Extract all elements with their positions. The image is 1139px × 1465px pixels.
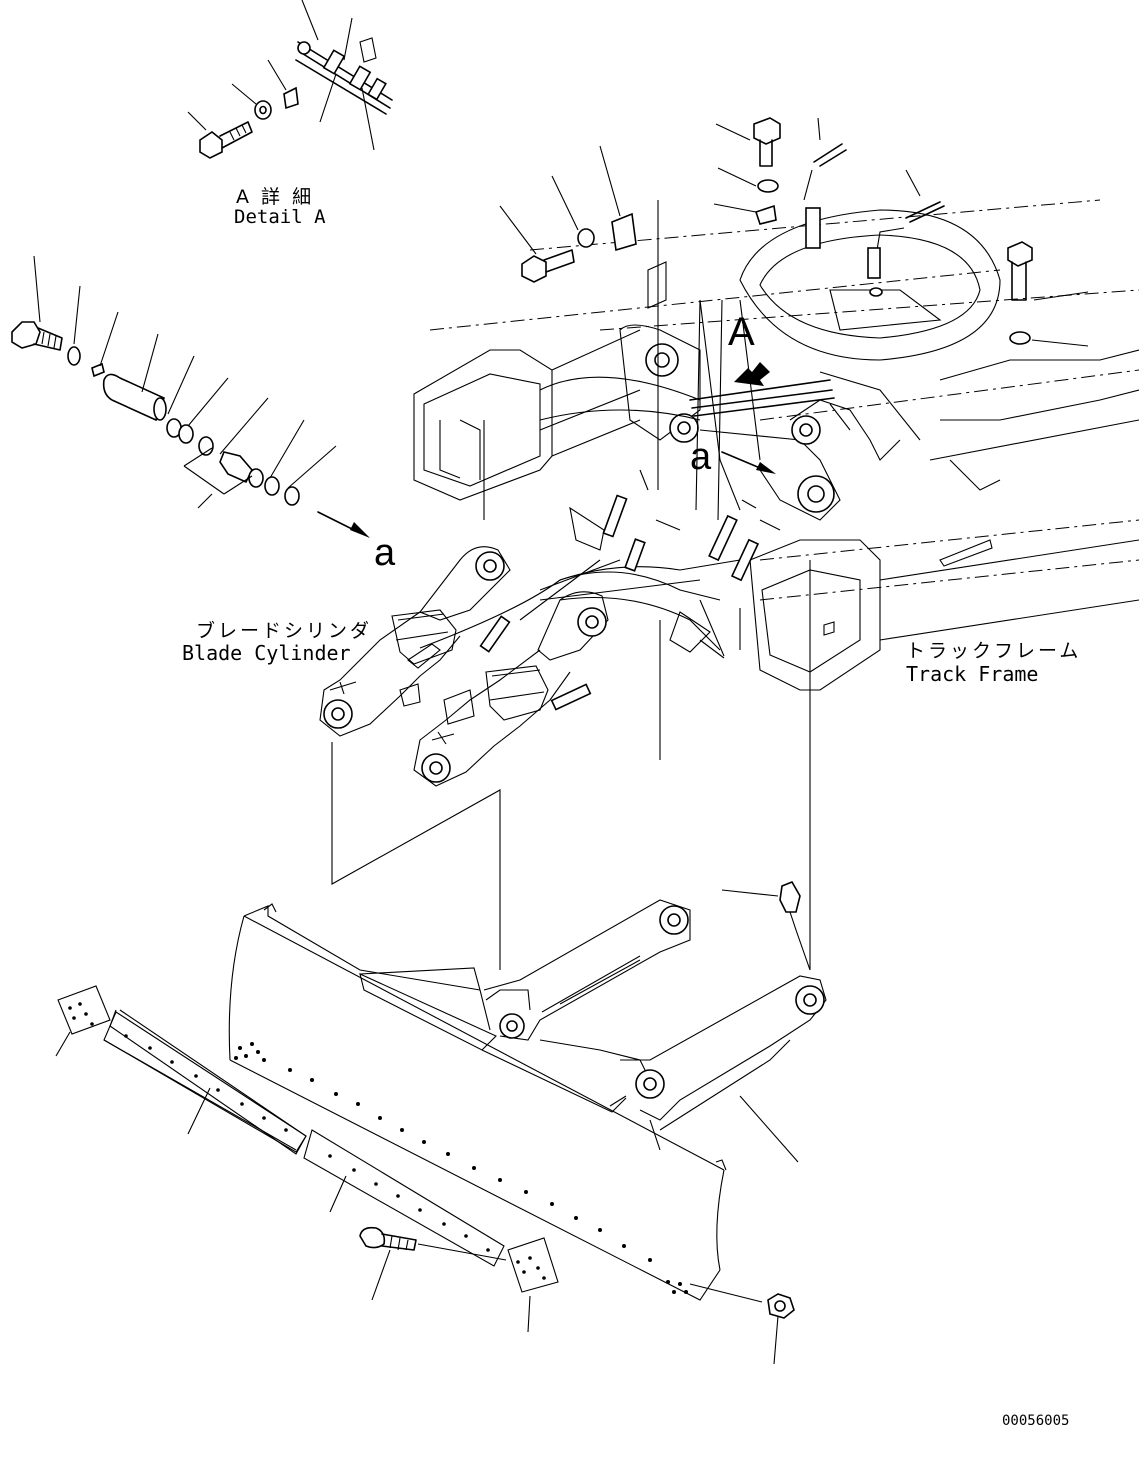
cutting-edges: [57, 985, 559, 1293]
detail-a-title-jp: A 詳 細: [236, 186, 315, 208]
track-frame-title-en: Track Frame: [906, 662, 1039, 686]
blade-holes: [234, 1042, 688, 1294]
assembly-lines: [331, 200, 811, 970]
blade-cylinder-left: [319, 546, 511, 737]
callout-arrow-a-upper: [734, 362, 770, 386]
frame-lines: [789, 371, 921, 461]
leader-lines-lower: [55, 506, 779, 1365]
callout-a-left-label: a: [374, 532, 396, 574]
blade-cylinder-title-jp: ブレードシリンダ: [196, 620, 373, 642]
plow-bolt-nut: [359, 880, 811, 1319]
blade-cylinder-title-en: Blade Cylinder: [182, 641, 351, 665]
machine-body: [413, 199, 1139, 691]
drawing-number: 00056005: [1002, 1413, 1070, 1429]
pin-assembly: [11, 255, 370, 538]
callout-a-upper-label: A: [728, 310, 755, 354]
track-frame-title-jp: トラックフレーム: [906, 640, 1082, 662]
callout-a-lower-label: a: [690, 436, 712, 478]
upper-fittings: [483, 117, 1089, 521]
hose-harness: [519, 299, 835, 621]
blade-cylinder-right: [399, 571, 725, 787]
callout-arrow-a-lower: [721, 451, 776, 474]
detail-a-assembly: [187, 0, 393, 159]
blade-assembly: [228, 899, 827, 1301]
detail-a-title-en: Detail A: [234, 206, 326, 228]
